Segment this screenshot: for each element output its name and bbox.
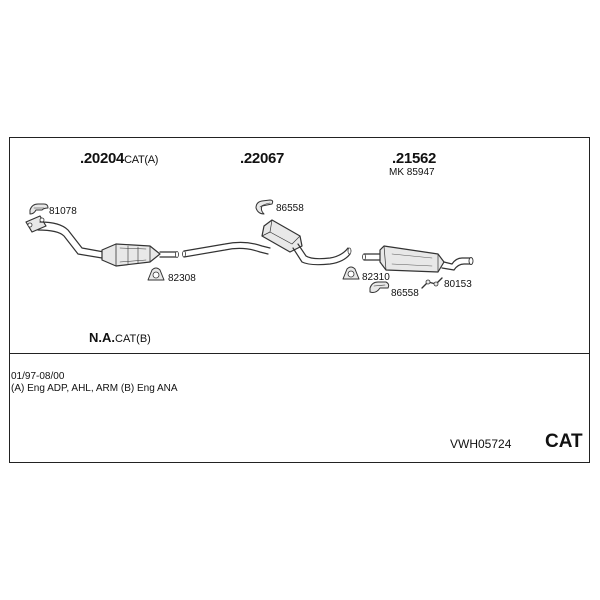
assembly-label-middle: .22067 bbox=[240, 150, 284, 167]
part-label-82310: 82310 bbox=[362, 272, 390, 283]
part-label-86558-mid: 86558 bbox=[276, 203, 304, 214]
part-label-82308: 82308 bbox=[168, 273, 196, 284]
kit-type-label: CAT bbox=[545, 431, 583, 452]
date-range-note: 01/97-08/00 bbox=[11, 371, 65, 382]
middle-pipe-with-resonator bbox=[182, 219, 352, 266]
assembly-suffix: CAT(A) bbox=[124, 154, 159, 166]
na-label: N.A.CAT(B) bbox=[89, 330, 151, 345]
notes-divider bbox=[9, 353, 590, 354]
clamp-icon bbox=[29, 203, 49, 215]
assembly-part-number: .22067 bbox=[240, 150, 285, 167]
front-pipe-with-catalytic-converter bbox=[25, 215, 179, 267]
catalytic-converter-icon bbox=[101, 243, 161, 267]
part-label-80153: 80153 bbox=[444, 279, 472, 290]
mk-label: MK 85947 bbox=[389, 167, 435, 178]
part-label-86558-rear: 86558 bbox=[391, 288, 419, 299]
hanger-icon bbox=[421, 277, 443, 289]
clamp-icon bbox=[255, 199, 274, 215]
diagram-frame bbox=[9, 137, 590, 463]
gasket-icon bbox=[342, 266, 360, 280]
rear-pipe-with-muffler bbox=[362, 245, 474, 273]
clamp-icon bbox=[369, 281, 390, 293]
muffler-icon bbox=[379, 245, 445, 273]
gasket-icon bbox=[147, 267, 165, 281]
muffler-icon bbox=[261, 219, 303, 253]
na-label-main: N.A. bbox=[89, 330, 115, 345]
part-label-81078: 81078 bbox=[49, 206, 77, 217]
assembly-label-front: .20204CAT(A) bbox=[80, 150, 158, 167]
assembly-part-number: .21562 bbox=[392, 150, 437, 167]
engine-note: (A) Eng ADP, AHL, ARM (B) Eng ANA bbox=[11, 383, 178, 394]
assembly-label-rear: .21562 bbox=[392, 150, 436, 167]
na-label-suffix: CAT(B) bbox=[115, 333, 151, 345]
kit-code: VWH05724 bbox=[450, 437, 512, 451]
assembly-part-number: .20204 bbox=[80, 150, 125, 167]
